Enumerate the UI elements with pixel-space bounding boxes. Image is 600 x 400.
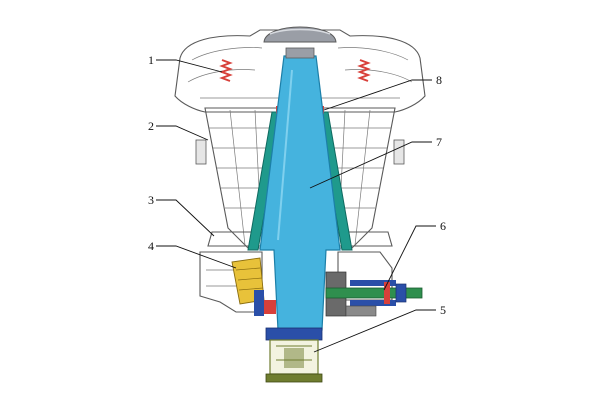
spring-left	[219, 59, 233, 82]
leader-lines	[156, 59, 436, 353]
callout-7: 7	[436, 135, 442, 149]
leader-4	[156, 245, 237, 269]
leader-1	[156, 59, 223, 73]
callout-1: 1	[148, 53, 154, 67]
main-shaft	[259, 47, 341, 331]
callout-3: 3	[148, 193, 154, 207]
leader-2	[156, 125, 209, 141]
bottom-cylinder	[265, 327, 323, 383]
spring-right	[357, 59, 371, 82]
leader-8	[323, 79, 432, 111]
leader-3	[156, 199, 215, 237]
callout-5: 5	[440, 303, 446, 317]
left-bearing-details	[254, 290, 276, 316]
drive-shaft-assembly	[325, 271, 423, 317]
leader-7	[309, 141, 432, 189]
callout-2: 2	[148, 119, 154, 133]
leader-5	[313, 309, 436, 353]
callout-6: 6	[440, 219, 446, 233]
callout-labels: 1 2 3 4 5 6 7 8	[148, 53, 446, 317]
callout-8: 8	[436, 73, 442, 87]
callout-4: 4	[148, 239, 154, 253]
leader-6	[383, 225, 436, 291]
